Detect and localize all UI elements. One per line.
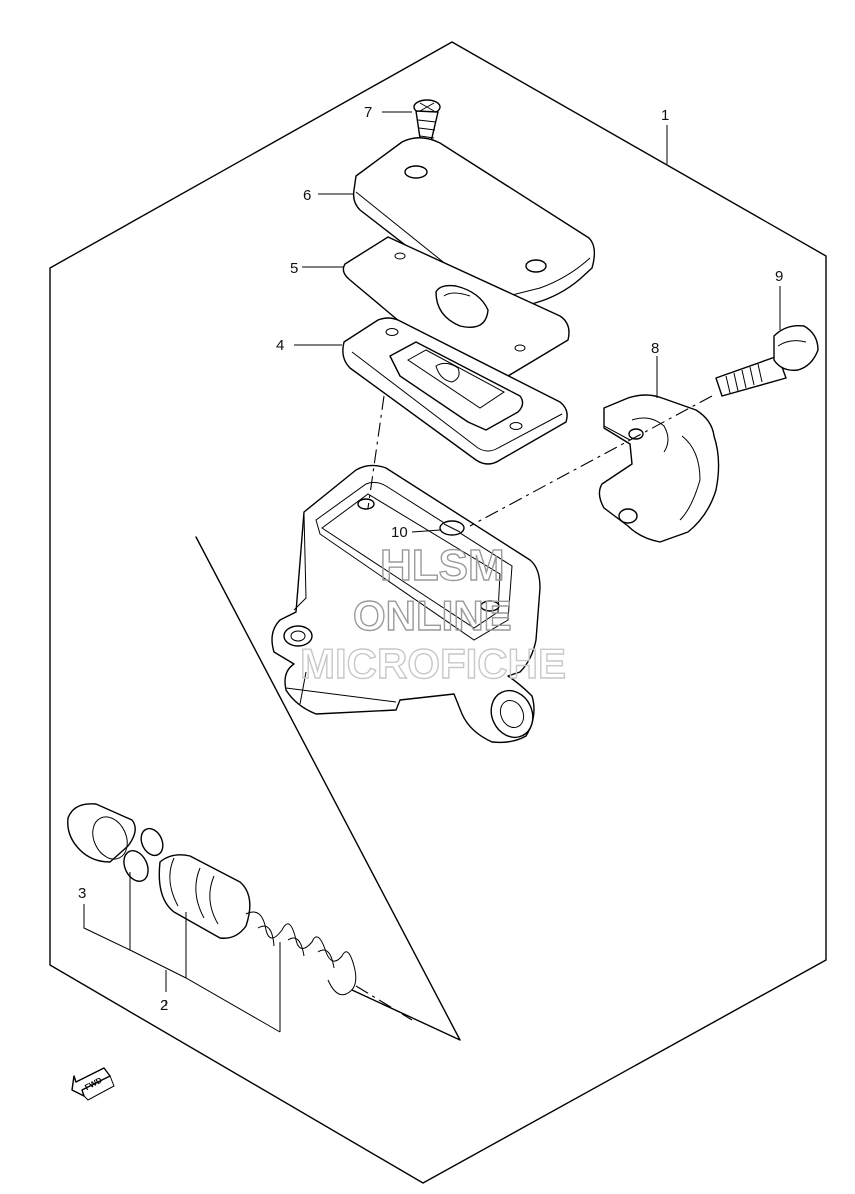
assembly-line-bolt [469, 395, 713, 527]
callout-10: 10 [391, 524, 408, 541]
part-8-clamp [598, 394, 720, 543]
watermark-line-2: ONLINE [353, 592, 512, 639]
callout-9: 9 [775, 268, 783, 285]
watermark-line-1: HLSM [380, 541, 505, 590]
callout-1: 1 [661, 107, 669, 124]
watermark-line-3: MICROFICHE [300, 640, 566, 687]
callout-6: 6 [303, 187, 311, 204]
part-9-bolt [715, 325, 819, 397]
assembly-line-section [355, 985, 413, 1021]
callout-8: 8 [651, 340, 659, 357]
callout-4: 4 [276, 337, 284, 354]
part-10-screw [439, 520, 465, 536]
fwd-arrow-icon: FWD [71, 1067, 115, 1101]
callout-5: 5 [290, 260, 298, 277]
part-1-master-cylinder [271, 464, 541, 744]
assembly-line-vertical [367, 395, 385, 509]
part-4-diaphragm [342, 317, 568, 465]
cylinder-kit [67, 803, 357, 1033]
section-outline [195, 536, 461, 1041]
callout-3: 3 [78, 885, 86, 902]
callout-2: 2 [160, 997, 168, 1014]
callout-7: 7 [364, 104, 372, 121]
leader-lines [165, 111, 781, 1006]
assembly-boundary [49, 41, 827, 1184]
